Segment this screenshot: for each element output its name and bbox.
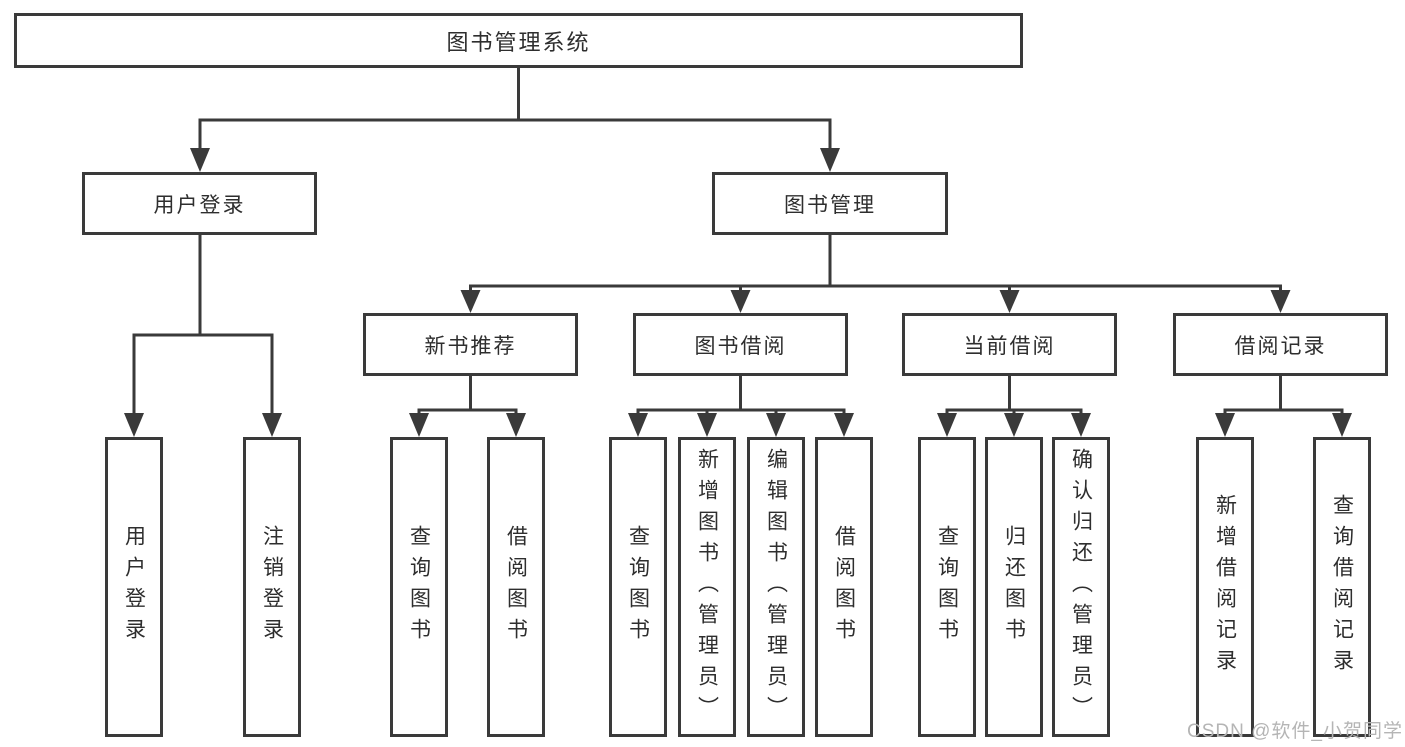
node-current-borrowing-label: 当前借阅 xyxy=(963,334,1056,358)
leaf-query-books-current-label: 查询图书 xyxy=(935,525,959,649)
node-current-borrowing: 当前借阅 xyxy=(902,313,1117,376)
node-root-label: 图书管理系统 xyxy=(446,29,591,55)
leaf-query-books-recommend-label: 查询图书 xyxy=(407,525,431,649)
node-book-management: 图书管理 xyxy=(712,172,948,235)
leaf-borrow-books-borrowing-label: 借阅图书 xyxy=(832,525,856,649)
leaf-return-books: 归还图书 xyxy=(985,437,1043,737)
leaf-query-borrow-record-label: 查询借阅记录 xyxy=(1330,494,1354,680)
node-user-login-label: 用户登录 xyxy=(153,193,246,217)
node-book-management-label: 图书管理 xyxy=(784,193,876,217)
leaf-user-login: 用户登录 xyxy=(105,437,163,737)
leaf-query-borrow-record: 查询借阅记录 xyxy=(1313,437,1371,737)
leaf-borrow-books-recommend-label: 借阅图书 xyxy=(504,525,528,649)
node-book-borrowing-label: 图书借阅 xyxy=(694,334,787,358)
leaf-return-books-label: 归还图书 xyxy=(1002,525,1026,649)
node-new-book-recommendation: 新书推荐 xyxy=(363,313,578,376)
leaf-add-borrow-record-label: 新增借阅记录 xyxy=(1213,494,1237,680)
leaf-user-login-label: 用户登录 xyxy=(122,525,146,649)
leaf-edit-book-admin: 编辑图书（管理员） xyxy=(747,437,805,737)
leaf-borrow-books-borrowing: 借阅图书 xyxy=(815,437,873,737)
leaf-borrow-books-recommend: 借阅图书 xyxy=(487,437,545,737)
leaf-query-books-borrowing-label: 查询图书 xyxy=(626,525,650,649)
watermark: CSDN @软件_小贺同学 xyxy=(1187,721,1403,742)
leaf-add-book-admin-label: 新增图书（管理员） xyxy=(695,447,719,727)
node-new-book-recommendation-label: 新书推荐 xyxy=(424,334,517,358)
arrowheads xyxy=(124,148,1352,437)
leaf-query-books-recommend: 查询图书 xyxy=(390,437,448,737)
leaf-confirm-return-admin-label: 确认归还（管理员） xyxy=(1069,447,1093,727)
node-root: 图书管理系统 xyxy=(14,13,1023,68)
leaf-query-books-borrowing: 查询图书 xyxy=(609,437,667,737)
node-book-borrowing: 图书借阅 xyxy=(633,313,848,376)
node-user-login: 用户登录 xyxy=(82,172,317,235)
node-borrowing-records: 借阅记录 xyxy=(1173,313,1388,376)
leaf-add-borrow-record: 新增借阅记录 xyxy=(1196,437,1254,737)
leaf-confirm-return-admin: 确认归还（管理员） xyxy=(1052,437,1110,737)
leaf-logout: 注销登录 xyxy=(243,437,301,737)
leaf-add-book-admin: 新增图书（管理员） xyxy=(678,437,736,737)
leaf-logout-label: 注销登录 xyxy=(260,525,284,649)
leaf-edit-book-admin-label: 编辑图书（管理员） xyxy=(764,447,788,727)
leaf-query-books-current: 查询图书 xyxy=(918,437,976,737)
node-borrowing-records-label: 借阅记录 xyxy=(1234,334,1327,358)
